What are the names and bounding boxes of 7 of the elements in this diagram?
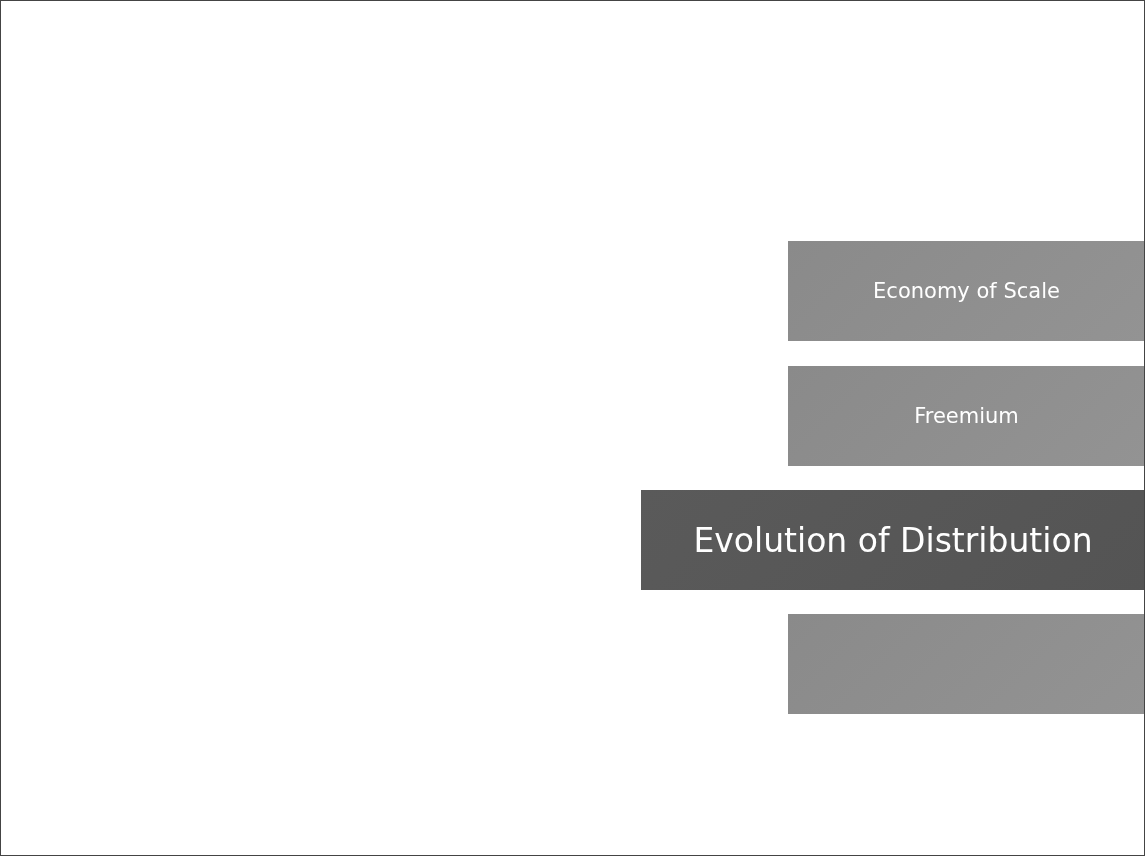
- menu-bar: [641, 490, 1144, 590]
- menu-bar: [788, 241, 1144, 341]
- menu-bar: [788, 366, 1144, 466]
- bar-label: Economy of Scale: [873, 279, 1060, 303]
- bar-label: Freemium: [914, 404, 1019, 428]
- bar-label: Evolution of Distribution: [693, 520, 1093, 560]
- empty-bar: [788, 614, 1144, 714]
